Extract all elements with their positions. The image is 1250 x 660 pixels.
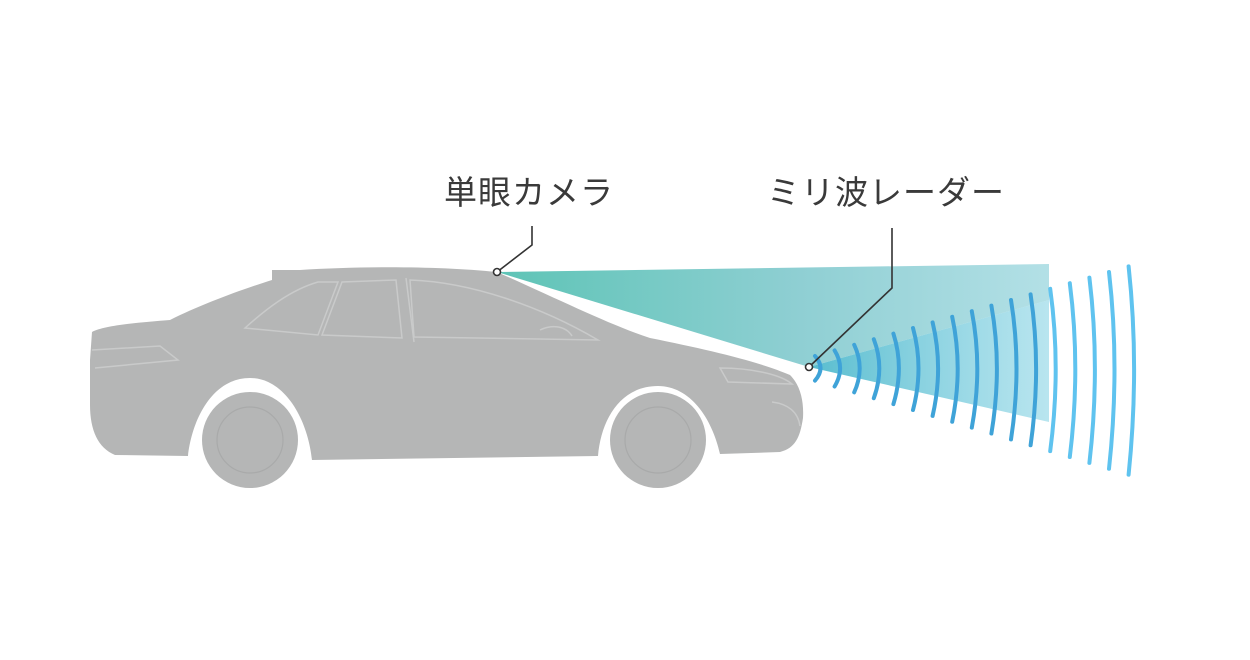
middle-window xyxy=(320,279,403,339)
radar-wave-arc xyxy=(930,320,941,418)
radar-wave-arc xyxy=(1067,281,1078,460)
radar-leader-line xyxy=(808,228,893,368)
camera-marker xyxy=(492,267,502,277)
radar-cone xyxy=(809,300,1049,422)
radar-wave-arc xyxy=(1028,292,1039,448)
car-body xyxy=(90,267,804,460)
rear-wheel-hub xyxy=(216,406,284,474)
car-silhouette xyxy=(90,267,804,488)
radar-wave-arc xyxy=(1087,275,1097,465)
radar-wave-arc xyxy=(989,303,999,436)
camera-leader xyxy=(492,226,533,277)
camera-beam xyxy=(497,264,1049,367)
radar-wave-arc xyxy=(911,326,921,412)
radar-waves xyxy=(813,264,1137,477)
tail-light xyxy=(91,345,180,369)
radar-wave-arc xyxy=(852,342,862,395)
radar-marker xyxy=(804,362,814,372)
radar-wave-arc xyxy=(1009,298,1019,442)
front-wheel-hub xyxy=(624,406,692,474)
side-mirror xyxy=(539,325,573,337)
radar-wave-arc xyxy=(1048,286,1058,454)
camera-label: 単眼カメラ xyxy=(444,173,614,212)
rear-window xyxy=(243,281,340,336)
radar-wave-arc xyxy=(1126,264,1137,477)
front-bumper-line xyxy=(771,401,801,427)
radar-wave-arc xyxy=(1107,270,1117,471)
camera-leader-line xyxy=(496,226,533,273)
front-window xyxy=(409,279,601,341)
head-light xyxy=(718,367,795,385)
radar-wave-arc xyxy=(871,337,882,401)
radar-wave-arc xyxy=(950,314,960,424)
radar-leader xyxy=(804,228,893,372)
radar-wave-arc xyxy=(813,354,823,383)
radar-label: ミリ波レーダー xyxy=(767,173,1005,212)
radar-wave-arc xyxy=(891,331,901,407)
door-line xyxy=(405,277,415,343)
radar-wave-arc xyxy=(832,348,843,389)
radar-wave-arc xyxy=(969,309,980,430)
